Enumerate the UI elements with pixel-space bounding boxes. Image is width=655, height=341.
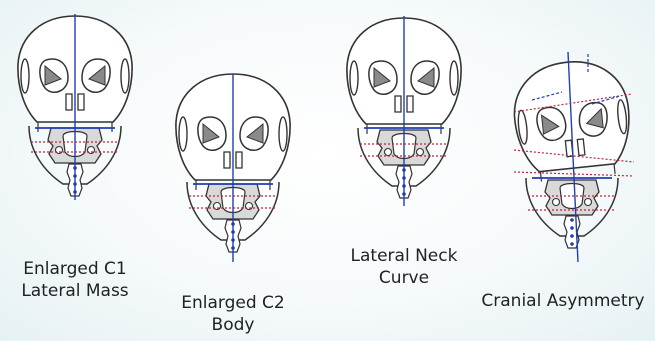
caption-line: Enlarged C2 [163,292,303,314]
caption-enlarged-c2-body: Enlarged C2 Body [163,292,303,336]
caption-line: Lateral Neck [334,245,474,267]
caption-lateral-neck-curve: Lateral Neck Curve [334,245,474,289]
cervical-spine [526,178,618,248]
caption-line: Lateral Mass [5,280,145,302]
caption-line: Cranial Asymmetry [475,290,651,312]
caption-line: Body [163,314,303,336]
caption-enlarged-c1-lateral-mass: Enlarged C1 Lateral Mass [5,258,145,302]
caption-line: Enlarged C1 [5,258,145,280]
caption-line: Curve [334,267,474,289]
figure-enlarged-c1-lateral-mass [18,14,132,200]
figure-cranial-asymmetry [509,52,635,262]
figure-enlarged-c2-body [176,74,290,262]
caption-cranial-asymmetry: Cranial Asymmetry [475,290,651,312]
skull-outline [509,56,635,183]
figure-lateral-neck-curve [347,16,461,206]
